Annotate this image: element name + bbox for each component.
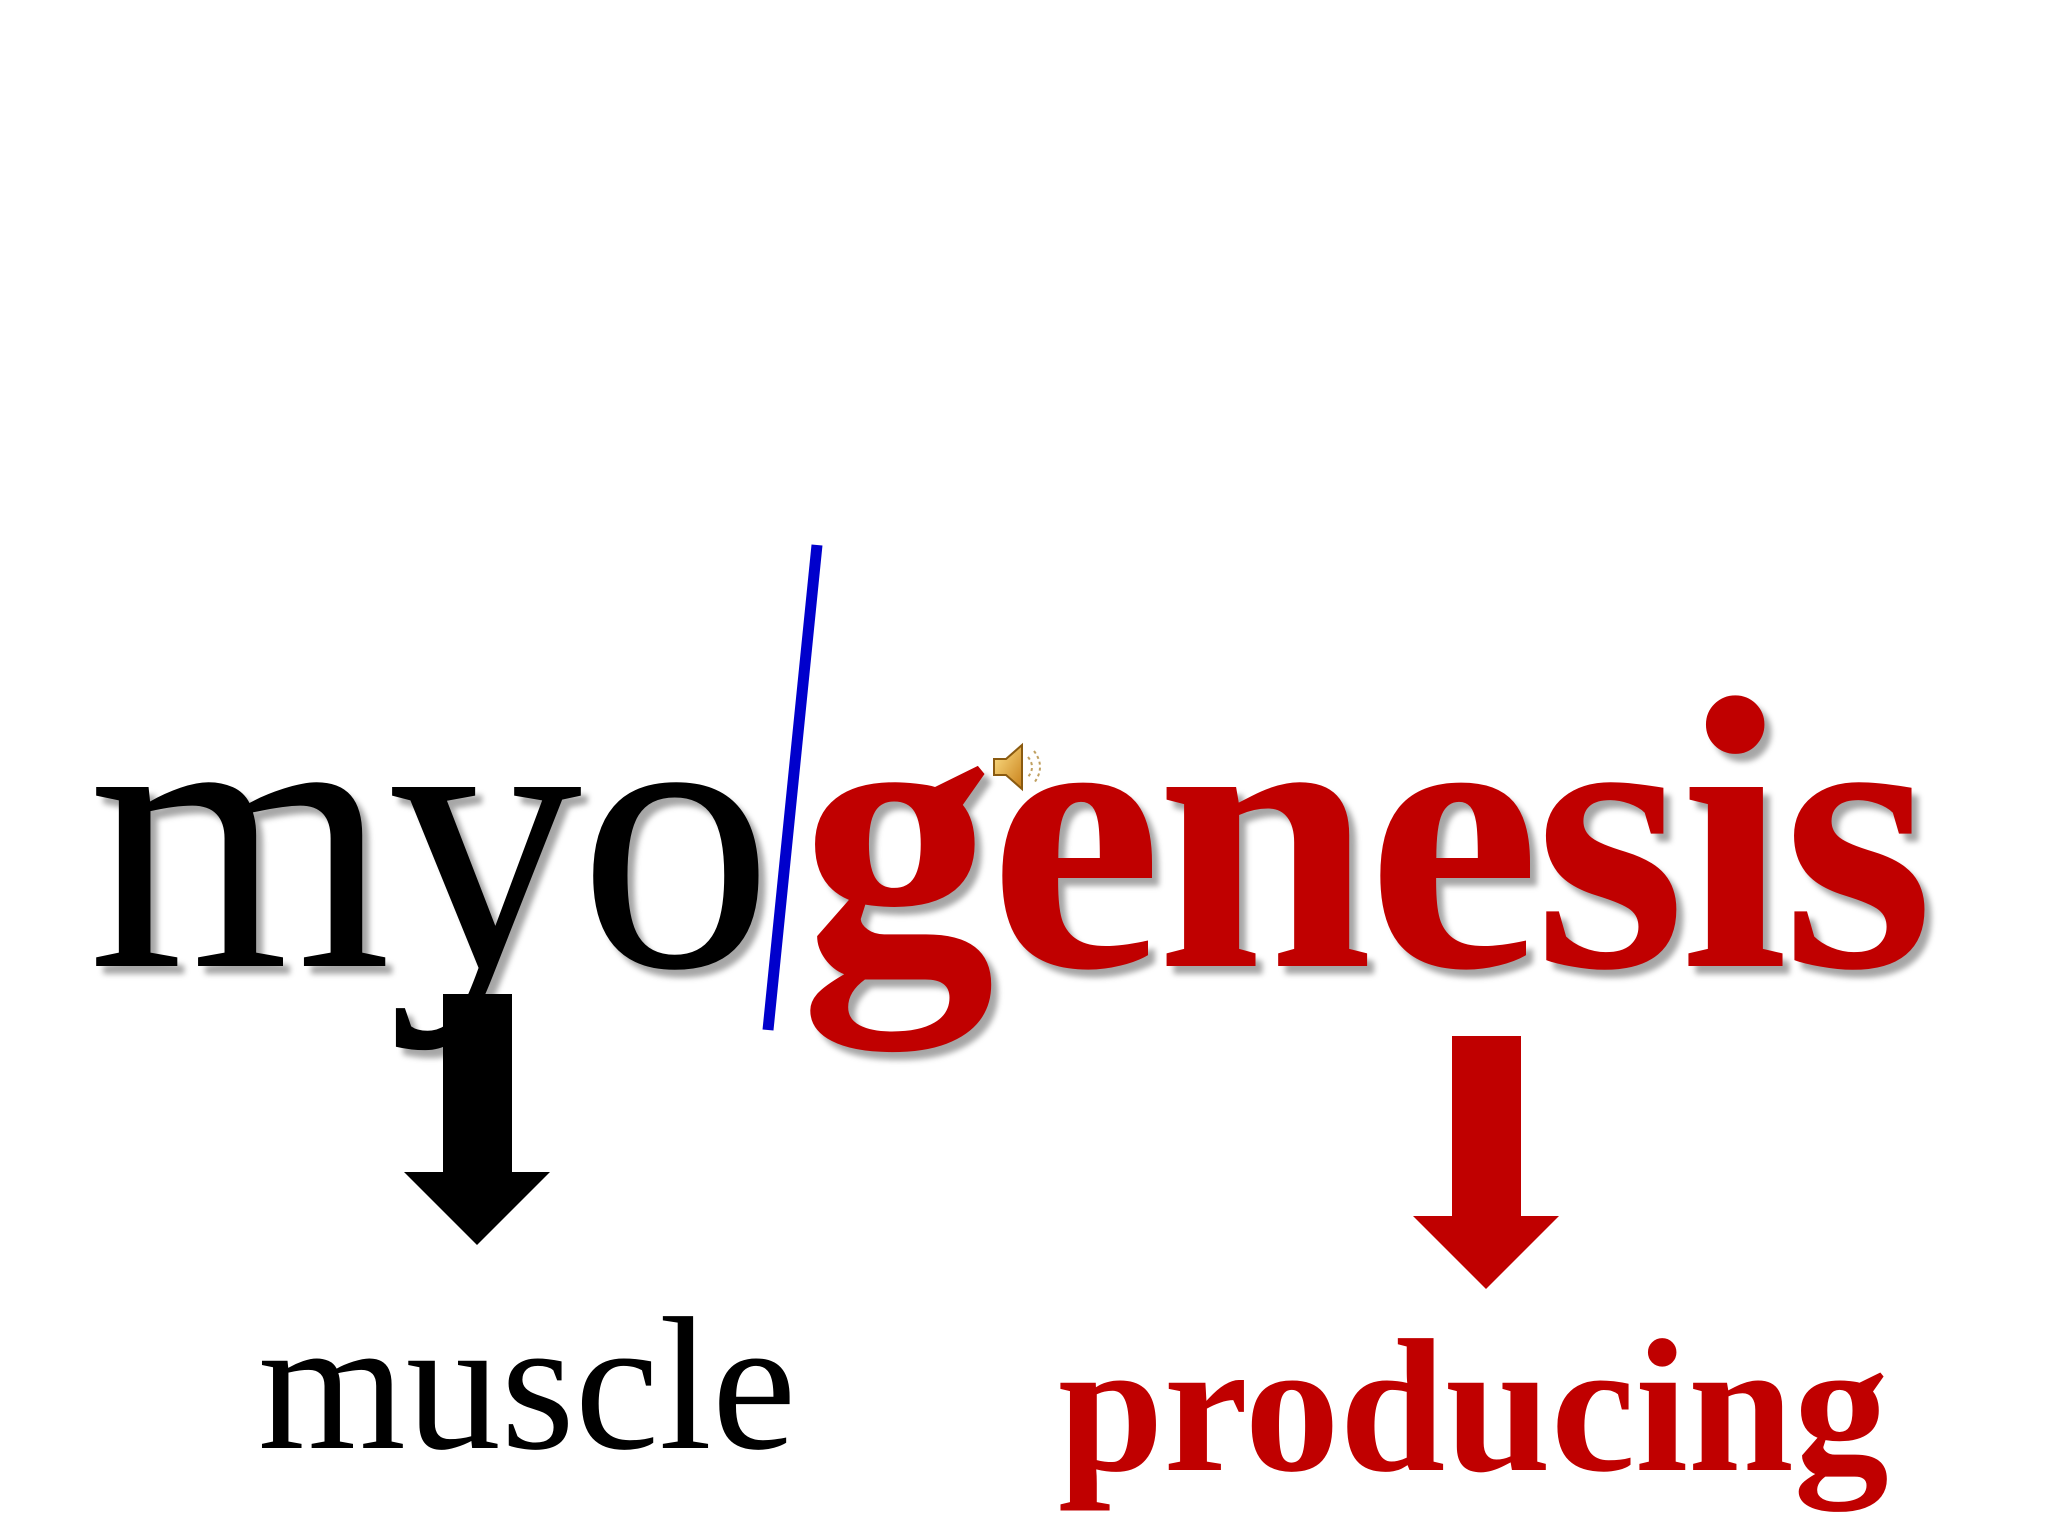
speaker-icon[interactable] [990,735,1054,799]
root-meaning: producing [1058,1302,1889,1512]
prefix-meaning: muscle [258,1280,797,1490]
root-arrow-down-icon [1413,1036,1559,1289]
word-root: genesis [800,619,1934,1051]
word-prefix: myo [88,619,773,1051]
